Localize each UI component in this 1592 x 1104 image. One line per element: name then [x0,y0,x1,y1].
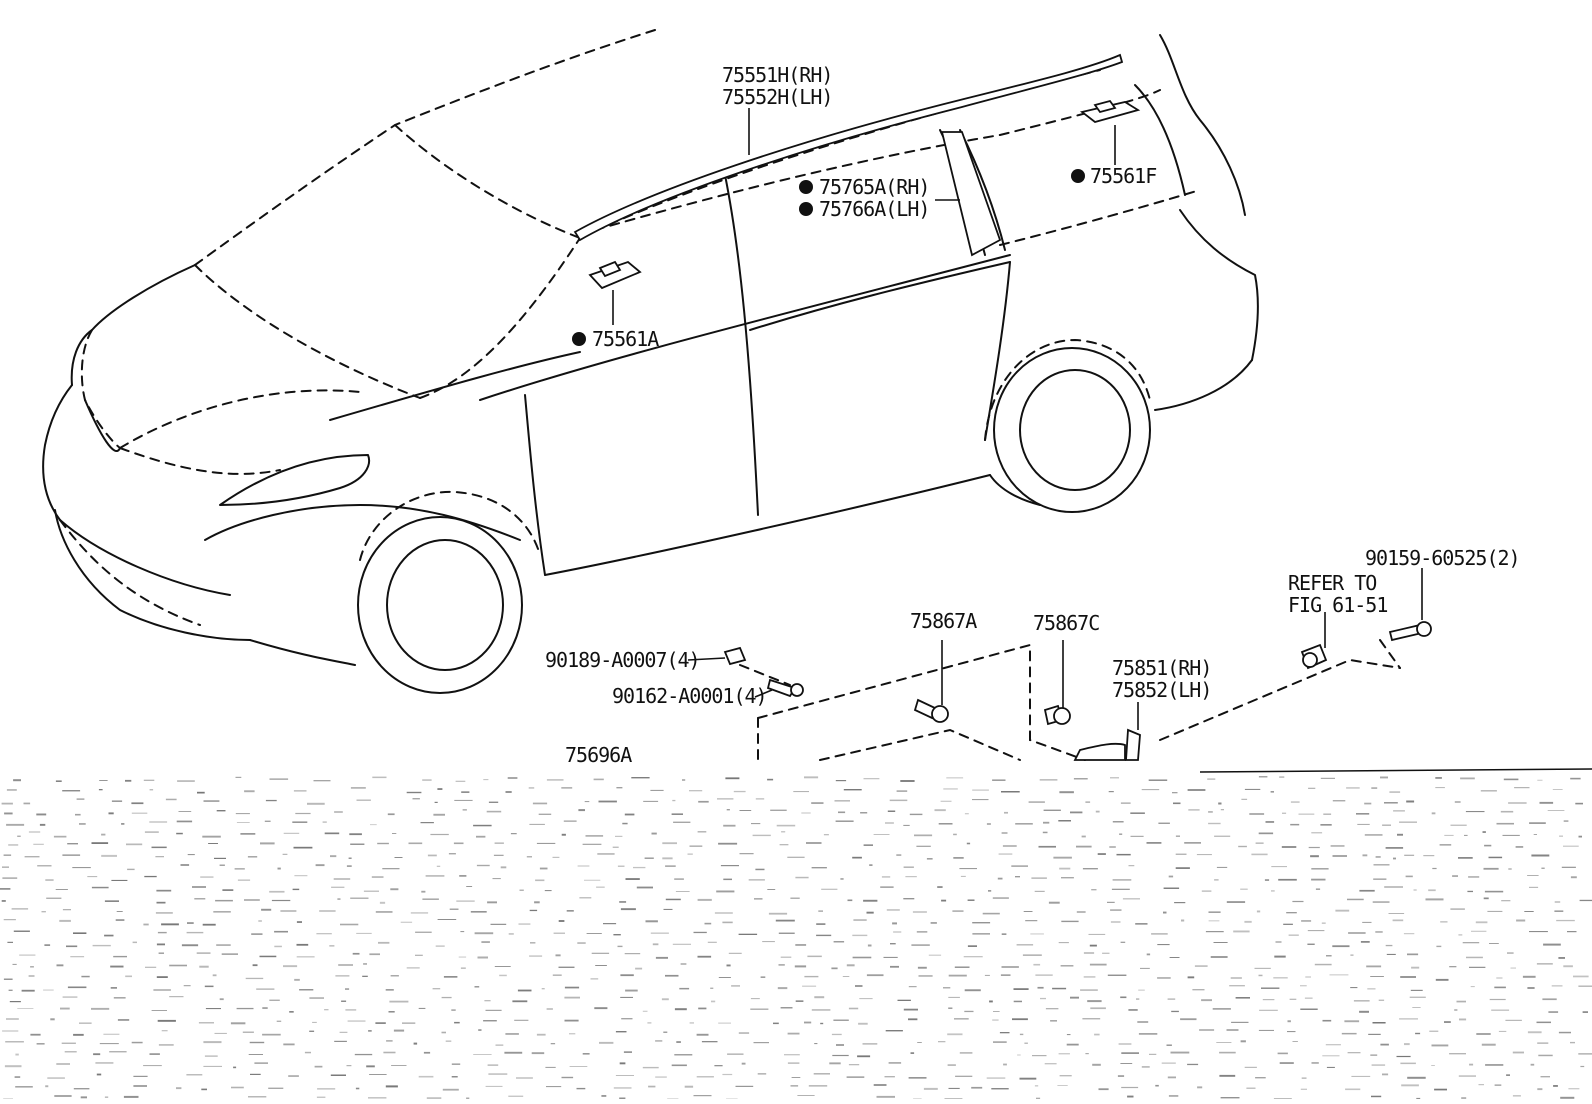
callout-labels: 75551H(RH) 75552H(LH) 75765A(RH) 75766A(… [545,63,1520,767]
marker-dot-icon [1071,169,1085,183]
clip-75867a-icon [915,700,948,722]
label-roof-rail-rh: 75551H(RH) [722,63,832,87]
label-mudguard-rh: 75851(RH) [1112,656,1211,680]
leader-lines [613,108,1422,730]
label-clip-75867a: 75867A [910,609,977,633]
nut-90189-icon [725,648,745,664]
label-pillar-rh: 75765A(RH) [819,175,929,199]
mudguard-75851-icon [1075,730,1140,760]
label-front-clip: 75561A [592,327,659,351]
label-screw-90162: 90162-A0001(4) [612,684,767,708]
marker-dot-icon [799,202,813,216]
label-rocker-75696a: 75696A [565,743,632,767]
scan-noise-region [0,776,1592,1099]
label-pillar-lh: 75766A(LH) [819,197,929,221]
label-refer-line2: FIG 61-51 [1288,593,1387,617]
label-roof-rail-lh: 75552H(LH) [722,85,832,109]
label-bolt-90159: 90159-60525(2) [1365,546,1520,570]
label-nut-90189: 90189-A0007(4) [545,648,700,672]
label-refer-line1: REFER TO [1288,571,1376,595]
clip-refer-icon [1302,645,1326,668]
label-clip-75867c: 75867C [1033,611,1099,635]
marker-dot-icon [799,180,813,194]
clip-75867c-icon [1045,706,1070,724]
marker-dot-icon [572,332,586,346]
label-mudguard-lh: 75852(LH) [1112,678,1211,702]
label-rear-clip: 75561F [1090,164,1156,188]
bolt-90159-icon [1390,622,1431,640]
van-illustration [43,30,1258,693]
